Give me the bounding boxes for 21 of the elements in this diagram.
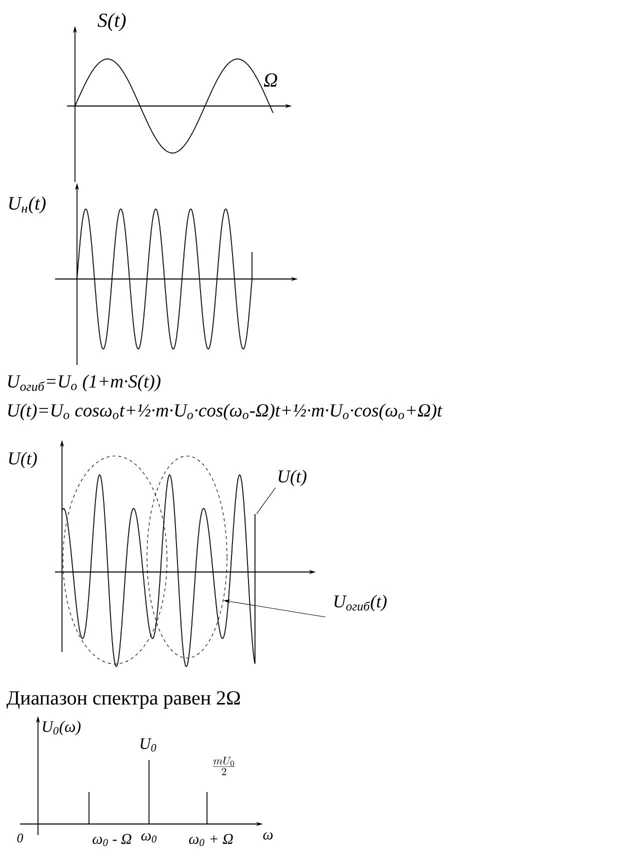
curve-label: U(t) (278, 470, 306, 486)
axis-label: U$_{0}$ (140, 738, 156, 752)
axis-label: U(t) (9, 452, 37, 468)
axis-label: ω$_{0}$ - Ω (92, 834, 132, 846)
envelope-ellipse (146, 456, 228, 658)
axis-label: S(t) (98, 12, 126, 32)
envelope-ellipse (62, 456, 168, 664)
leader-line (256, 487, 276, 514)
axis-label: U$_{0}$(ω) (42, 720, 81, 736)
axis-label: U$_{н}$(t) (9, 196, 46, 214)
axis-label: ω (263, 832, 273, 840)
formula: U$_{огиб}$=U$_{o}$ (1+m·S(t)) (8, 374, 160, 392)
axis-label: Ω (264, 73, 278, 87)
heading: Диапазон спектра равен 2Ω (6, 691, 240, 709)
axis-label: ω$_{0}$ + Ω (189, 834, 233, 846)
formula: U(t)=U$_{o}$ cosω$_{o}$t+½·m·U$_{o}$·cos(ω$_{o}$-Ω)t+½·m·U$_{o}$·cos(ω$_{o}$+Ω)t (8, 404, 442, 420)
curve-label: U$_{огиб}$(t) (334, 594, 387, 612)
axis-label: 0 (17, 834, 24, 842)
axis-label: $\frac{mU_0}{2}$ (213, 756, 235, 776)
modulated-wave (62, 474, 256, 667)
axis-label: ω$_{0}$ (141, 833, 157, 843)
